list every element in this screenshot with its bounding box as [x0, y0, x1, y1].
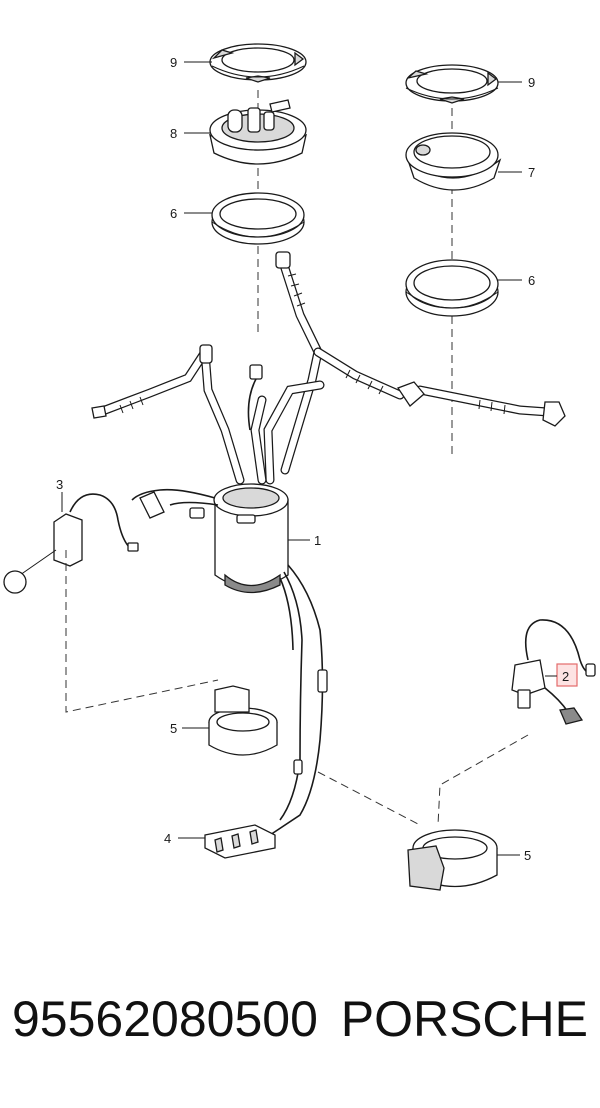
callout-5-right: 5	[524, 848, 531, 863]
callout-8: 8	[170, 126, 177, 141]
callout-2: 2	[562, 669, 569, 684]
callout-6-right: 6	[528, 273, 535, 288]
part-7-cover-cap	[405, 132, 502, 191]
footer: 95562080500 PORSCHE	[0, 990, 600, 1070]
callout-7: 7	[528, 165, 535, 180]
part-2-level-sensor	[511, 619, 596, 725]
part-4-connector	[204, 824, 276, 859]
pump-connector-left	[139, 491, 165, 519]
callout-4: 4	[164, 831, 171, 846]
callout-9-right: 9	[528, 75, 535, 90]
part-3-level-sensor	[3, 493, 139, 594]
guide-sensor-to-bracket	[65, 550, 219, 713]
exploded-parts-diagram: 9 8 6 9 7	[3, 43, 596, 891]
callout-9-left: 9	[170, 55, 177, 70]
part-5-bracket-right	[407, 829, 498, 891]
fuel-hose-assembly	[91, 251, 566, 485]
wire-harness	[269, 564, 328, 836]
callout-3: 3	[56, 477, 63, 492]
part-6-seal-ring-right	[405, 259, 499, 317]
callout-2-highlight	[556, 663, 578, 687]
part-number: 95562080500	[12, 991, 318, 1047]
part-6-seal-ring-left	[211, 192, 305, 245]
pump-connector-mid	[189, 507, 205, 519]
guide-sensor2-to-bracket	[437, 734, 529, 826]
brand-name: PORSCHE	[340, 991, 588, 1047]
part-5-bracket-left	[208, 685, 278, 756]
callout-6-left: 6	[170, 206, 177, 221]
callout-1: 1	[314, 533, 321, 548]
part-1-fuel-pump-module	[213, 483, 289, 594]
part-9-locking-ring-right	[405, 64, 499, 104]
part-9-locking-ring-left	[209, 43, 307, 83]
part-8-fuel-flange	[209, 99, 307, 165]
callout-5-left: 5	[170, 721, 177, 736]
guide-harness-to-bracket	[317, 771, 421, 826]
